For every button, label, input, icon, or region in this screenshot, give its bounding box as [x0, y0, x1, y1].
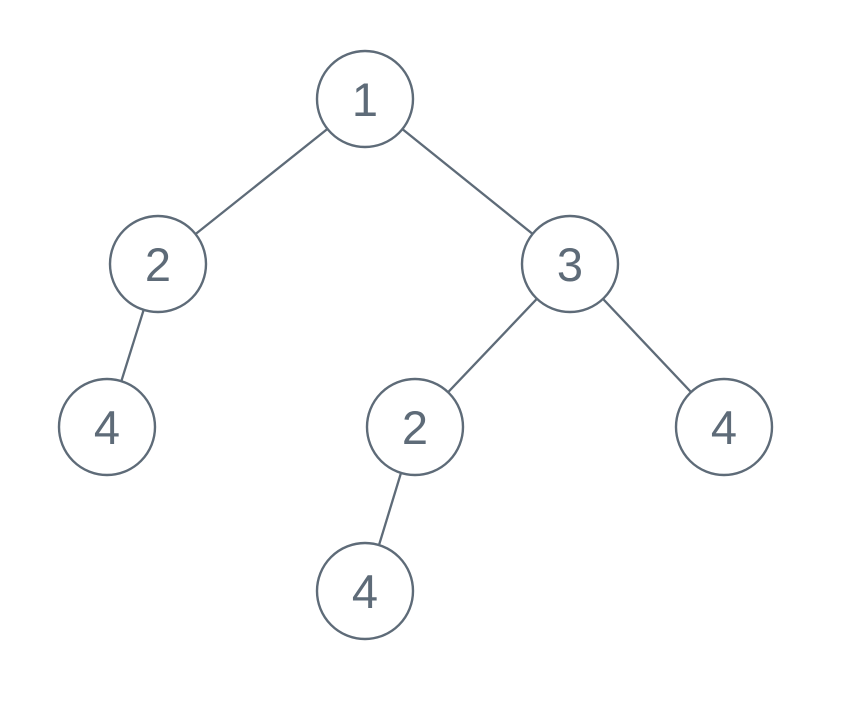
tree-node-circle: [674, 377, 774, 477]
tree-node-circle: [520, 214, 620, 314]
tree-node-circle: [365, 377, 465, 477]
tree-node-circle: [315, 541, 415, 641]
tree-node-label: 2: [145, 238, 171, 291]
tree-node: 2: [108, 214, 208, 314]
tree-node: 4: [315, 541, 415, 641]
tree-node-label: 4: [352, 565, 378, 618]
tree-node-circle: [57, 377, 157, 477]
tree-node-label: 4: [94, 401, 120, 454]
tree-node-circle: [315, 49, 415, 149]
tree-node: 3: [520, 214, 620, 314]
tree-node: 4: [57, 377, 157, 477]
tree-node-label: 3: [557, 238, 583, 291]
tree-node-label: 4: [711, 401, 737, 454]
tree-node-label: 2: [402, 401, 428, 454]
tree-nodes-layer: 1 2 3 4 2 4 4: [57, 49, 774, 641]
tree-node: 1: [315, 49, 415, 149]
tree-node: 4: [674, 377, 774, 477]
tree-edges-layer: [105, 98, 725, 592]
tree-node-label: 1: [352, 73, 378, 126]
tree-node-circle: [108, 214, 208, 314]
tree-node: 2: [365, 377, 465, 477]
